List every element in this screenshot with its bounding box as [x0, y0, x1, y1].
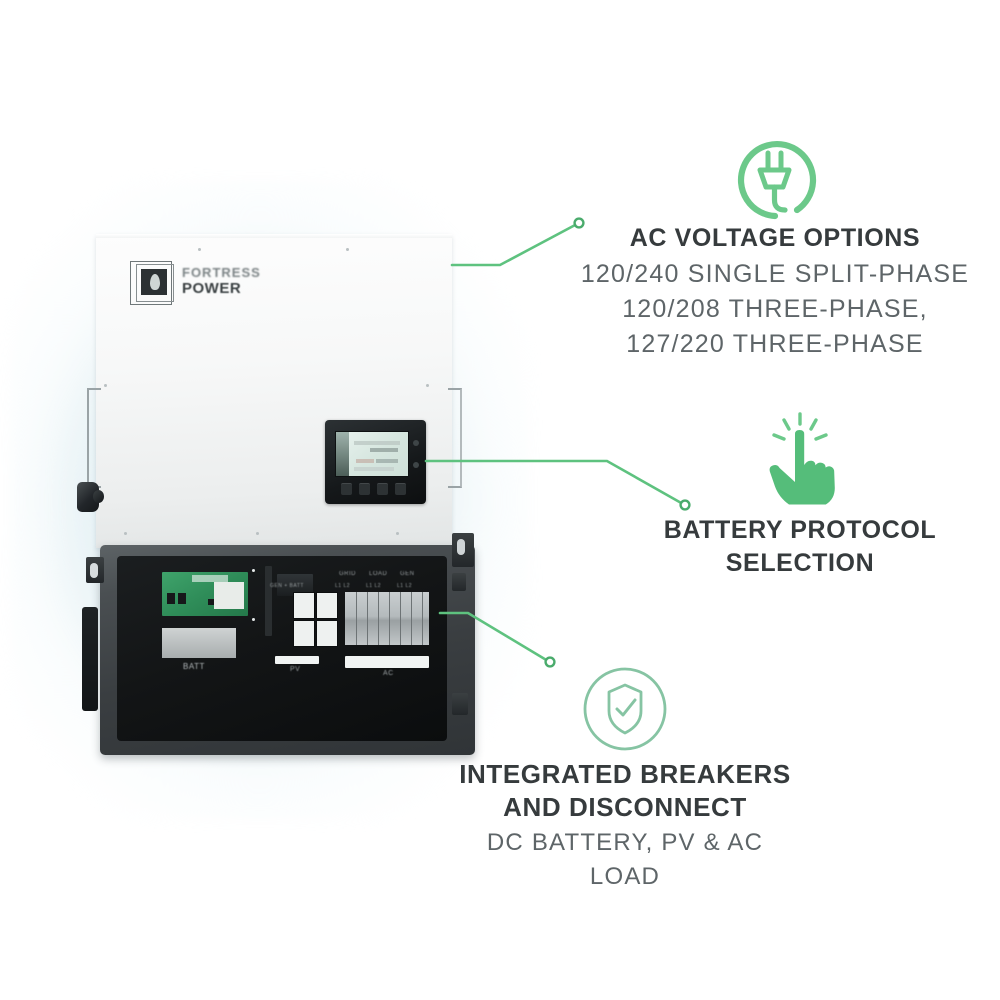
- breaker-bank[interactable]: [345, 592, 429, 645]
- dc-disconnect-knob: [77, 482, 104, 512]
- enclosure-rail-left: [82, 607, 98, 711]
- callout-ac-voltage-options: AC VOLTAGE OPTIONS 120/240 SINGLE SPLIT-…: [565, 130, 985, 360]
- pcb-port: [178, 593, 186, 604]
- callout-subline: 120/208 THREE-PHASE,: [622, 295, 928, 323]
- screw: [396, 532, 399, 535]
- brand-logo: FORTRESS POWER: [130, 261, 260, 309]
- lcd-readout-row: [370, 448, 398, 452]
- panel-label-pv: PV: [290, 666, 301, 673]
- breaker-switch[interactable]: [316, 620, 338, 647]
- panel-col-label: LOAD: [369, 571, 388, 577]
- callout-title-line2: SELECTION: [725, 549, 875, 577]
- screw: [124, 532, 127, 535]
- inverter-top-edge: [96, 234, 452, 238]
- logo-frame-inner: [136, 264, 174, 302]
- panel-breaker-left-label: GEN + BATT: [270, 583, 304, 589]
- callout-subline: LOAD: [589, 863, 661, 891]
- battery-terminal-cover: [162, 628, 236, 658]
- screw: [198, 248, 201, 251]
- brand-name-line2: POWER: [182, 280, 242, 297]
- lcd-readout-row: [354, 467, 394, 471]
- pv-disconnect-window: [277, 574, 313, 596]
- lcd-button[interactable]: [395, 483, 406, 495]
- enclosure-faceplate: BATT GRID LOAD GEN L1 L2 L1 L2 L1 L2 GEN…: [117, 556, 447, 741]
- lcd-button[interactable]: [377, 483, 388, 495]
- screw: [426, 384, 429, 387]
- enclosure-tab-hole: [90, 563, 98, 578]
- screw: [104, 384, 107, 387]
- shield-check-icon: [579, 663, 671, 755]
- status-led-top: [413, 440, 419, 446]
- pcb-connector-block: [214, 582, 244, 609]
- status-led-bottom: [413, 462, 419, 468]
- mount-bracket-right: [448, 388, 462, 488]
- logo-frame-outer: [130, 261, 172, 305]
- panel-divider: [265, 566, 272, 636]
- callout-battery-protocol-selection: BATTERY PROTOCOL SELECTION: [600, 410, 1000, 578]
- panel-subcol-label: L1 L2: [366, 583, 382, 589]
- callout-title: INTEGRATED BREAKERS: [459, 759, 791, 789]
- panel-label-battery: BATT: [183, 662, 205, 671]
- pcb-port: [167, 593, 175, 604]
- pointing-hand-icon: [755, 410, 845, 510]
- panel-subcol-label: L1 L2: [397, 583, 413, 589]
- pcb-port: [208, 599, 214, 605]
- panel-label-ac: AC: [383, 670, 394, 677]
- mount-bracket-left: [87, 388, 101, 488]
- enclosure-tab-right: [452, 573, 466, 591]
- breaker-switch[interactable]: [316, 592, 338, 619]
- lcd-screen: [335, 431, 409, 477]
- breaker-switch[interactable]: [293, 592, 315, 619]
- logo-droplet-icon: [150, 274, 160, 290]
- lcd-readout-row: [356, 459, 374, 463]
- callout-title: BATTERY PROTOCOL: [663, 516, 937, 544]
- enclosure-tab-right: [452, 693, 468, 715]
- lcd-button[interactable]: [359, 483, 370, 495]
- communication-board: [162, 572, 248, 616]
- lcd-display-panel: [325, 420, 426, 504]
- screw: [346, 248, 349, 251]
- breaker-enclosure: BATT GRID LOAD GEN L1 L2 L1 L2 L1 L2 GEN…: [82, 533, 475, 755]
- callout-title: AC VOLTAGE OPTIONS: [629, 224, 921, 252]
- panel-subcol-label: L1 L2: [335, 583, 351, 589]
- power-plug-icon: [727, 130, 823, 222]
- callout-subline: 127/220 THREE-PHASE: [626, 330, 924, 358]
- breaker-switch[interactable]: [293, 620, 315, 647]
- ac-label-plate: [345, 656, 429, 668]
- lcd-readout-row: [376, 459, 398, 463]
- callout-title-line2: AND DISCONNECT: [503, 792, 747, 823]
- connector-line-ac-voltage: [450, 222, 579, 267]
- lcd-button[interactable]: [341, 483, 352, 495]
- panel-col-label: GRID: [339, 571, 356, 577]
- lcd-readout-row: [354, 441, 400, 445]
- pv-label-plate: [275, 656, 319, 664]
- enclosure-tab-hole: [457, 539, 465, 555]
- screw: [256, 532, 259, 535]
- screw: [252, 618, 255, 621]
- brand-name-line1: FORTRESS: [182, 265, 261, 280]
- callout-integrated-breakers: INTEGRATED BREAKERS AND DISCONNECT DC BA…: [425, 663, 825, 893]
- callout-subline: DC BATTERY, PV & AC: [486, 829, 764, 857]
- lcd-sidebar: [336, 432, 349, 476]
- callout-subline: 120/240 SINGLE SPLIT-PHASE: [580, 260, 970, 288]
- panel-col-label: GEN: [400, 571, 415, 577]
- screw: [252, 569, 255, 572]
- pcb-silkscreen: [192, 575, 228, 582]
